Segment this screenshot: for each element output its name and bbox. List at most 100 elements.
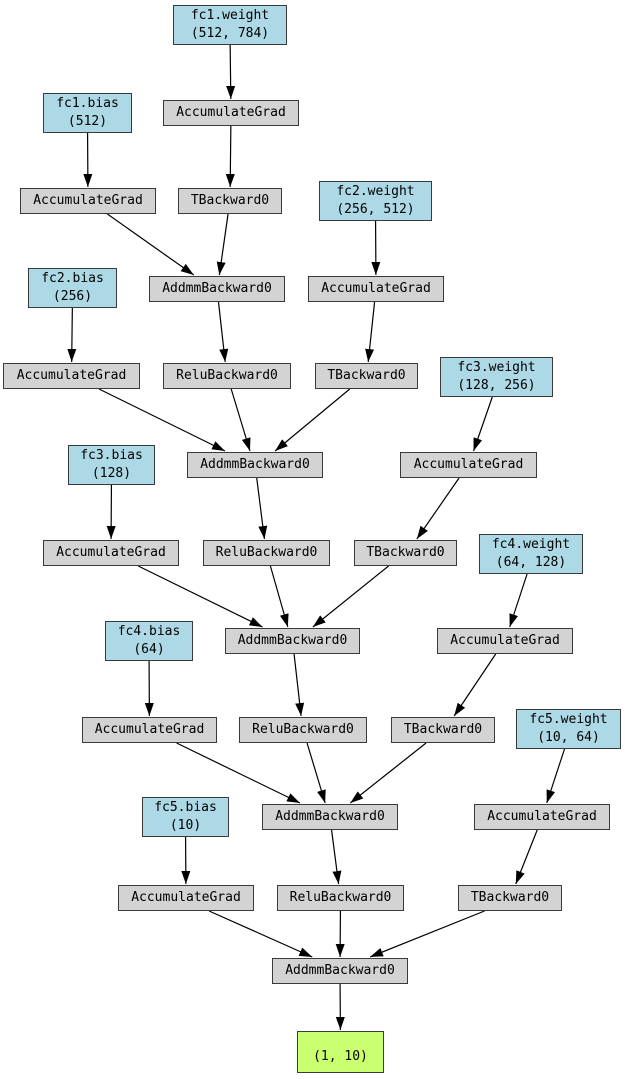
node-label: TBackward0 [470, 890, 550, 905]
node-fc1-weight: fc1.weight(512, 784) [173, 5, 287, 45]
node-sublabel: (128) [91, 466, 132, 481]
edge-a6-m3 [137, 565, 263, 628]
edge-r2-m3 [269, 565, 289, 628]
edge-fc4_weight-a7 [509, 573, 528, 628]
node-label: AccumulateGrad [450, 633, 560, 648]
node-m5: AddmmBackward0 [272, 958, 408, 984]
node-label: TBackward0 [366, 545, 445, 560]
edge-a2-m1 [107, 213, 195, 276]
node-t2: TBackward0 [315, 363, 418, 389]
edge-t1-m1 [216, 213, 229, 276]
node-label: ReluBackward0 [289, 890, 392, 905]
edge-a3-t2 [365, 301, 376, 363]
node-a9: AccumulateGrad [474, 804, 610, 830]
node-r3: ReluBackward0 [239, 717, 367, 743]
node-fc2-weight: fc2.weight (256, 512) [319, 181, 432, 221]
node-label: (1, 10) [313, 1049, 368, 1064]
node-label: AddmmBackward0 [200, 457, 310, 472]
node-fc5-weight: fc5.weight(10, 64) [516, 709, 621, 749]
node-m1: AddmmBackward0 [149, 276, 285, 302]
node-m2: AddmmBackward0 [187, 452, 323, 478]
node-sublabel: (10, 64) [537, 730, 600, 745]
node-a3: AccumulateGrad [308, 276, 444, 302]
node-label: AccumulateGrad [94, 722, 205, 737]
node-fc1-bias: fc1.bias(512) [43, 93, 132, 133]
edge-r3-m4 [306, 742, 326, 804]
node-label: fc1.weight [190, 8, 270, 23]
node-label: fc2.bias [41, 271, 104, 286]
node-r4: ReluBackward0 [277, 885, 404, 911]
edge-t3-m3 [312, 565, 389, 628]
node-label: fc4.weight [491, 537, 571, 552]
node-a4: AccumulateGrad [3, 363, 140, 389]
node-label: fc4.bias [117, 624, 181, 639]
node-fc5-bias: fc5.bias(10) [142, 797, 229, 837]
edge-a1-t1 [225, 125, 235, 188]
node-label: TBackward0 [190, 193, 270, 208]
node-label: AccumulateGrad [33, 193, 143, 208]
edge-fc1_weight-a1 [226, 44, 236, 100]
node-a8: AccumulateGrad [82, 717, 217, 743]
node-label: ReluBackward0 [215, 545, 318, 560]
node-sublabel: (256) [52, 289, 93, 304]
node-sublabel: (256, 512) [336, 202, 415, 217]
node-label: AccumulateGrad [56, 545, 166, 560]
node-label: AddmmBackward0 [162, 281, 272, 296]
node-m3: AddmmBackward0 [225, 628, 360, 654]
node-label: AccumulateGrad [321, 281, 431, 296]
edge-a5-t3 [416, 477, 460, 540]
node-label: AddmmBackward0 [275, 809, 385, 824]
node-a5: AccumulateGrad [400, 452, 537, 478]
node-t4: TBackward0 [391, 717, 495, 743]
node-fc3-weight: fc3.weight (128, 256) [440, 357, 553, 397]
node-label: AccumulateGrad [487, 809, 597, 824]
node-label: AccumulateGrad [16, 368, 127, 383]
node-label: AddmmBackward0 [285, 963, 395, 978]
node-label: TBackward0 [327, 368, 406, 383]
node-a2: AccumulateGrad [20, 188, 156, 214]
node-label: AccumulateGrad [131, 890, 241, 905]
node-label: ReluBackward0 [252, 722, 354, 737]
node-a10: AccumulateGrad [118, 885, 254, 911]
edge-r1-m2 [230, 388, 251, 452]
node-label: AccumulateGrad [413, 457, 524, 472]
node-t5: TBackward0 [458, 885, 562, 911]
edge-t4-m4 [349, 742, 427, 804]
node-fc3-bias: fc3.bias (128) [68, 445, 155, 485]
edge-t5-m5 [369, 910, 485, 958]
edge-a8-m4 [176, 742, 301, 804]
node-fc2-bias: fc2.bias (256) [28, 268, 117, 308]
edge-a9-t5 [515, 829, 538, 885]
node-sublabel: (128, 256) [457, 378, 536, 393]
node-a6: AccumulateGrad [43, 540, 179, 566]
node-m4: AddmmBackward0 [262, 804, 398, 830]
node-fc4-weight: fc4.weight (64, 128) [479, 534, 583, 574]
edge-fc3_weight-a5 [472, 396, 493, 452]
node-t1: TBackward0 [178, 188, 282, 214]
node-sublabel: (64, 128) [495, 555, 567, 570]
node-r2: ReluBackward0 [203, 540, 330, 566]
node-label: fc2.weight [336, 184, 415, 199]
node-label: fc5.bias [154, 800, 217, 815]
node-a1: AccumulateGrad [163, 100, 299, 126]
node-label: fc3.bias [80, 448, 143, 463]
node-a7: AccumulateGrad [437, 628, 573, 654]
edge-a10-m5 [208, 910, 313, 958]
node-sublabel: (64) [133, 642, 165, 657]
node-label: fc1.bias [56, 96, 119, 111]
edge-a7-t4 [453, 653, 497, 717]
edge-m1-r1 [217, 301, 229, 363]
node-fc4-bias: fc4.bias (64) [105, 621, 193, 661]
node-t3: TBackward0 [354, 540, 457, 566]
node-label: TBackward0 [403, 722, 483, 737]
node-r1: ReluBackward0 [163, 363, 291, 389]
edge-fc2_bias-a4 [67, 307, 77, 363]
node-label: ReluBackward0 [176, 368, 278, 383]
edge-m4-r4 [330, 829, 342, 885]
edge-fc5_weight-a9 [546, 748, 566, 804]
node-label: fc3.weight [457, 360, 536, 375]
edge-m2-r2 [256, 477, 268, 540]
edge-m3-r3 [293, 653, 305, 717]
